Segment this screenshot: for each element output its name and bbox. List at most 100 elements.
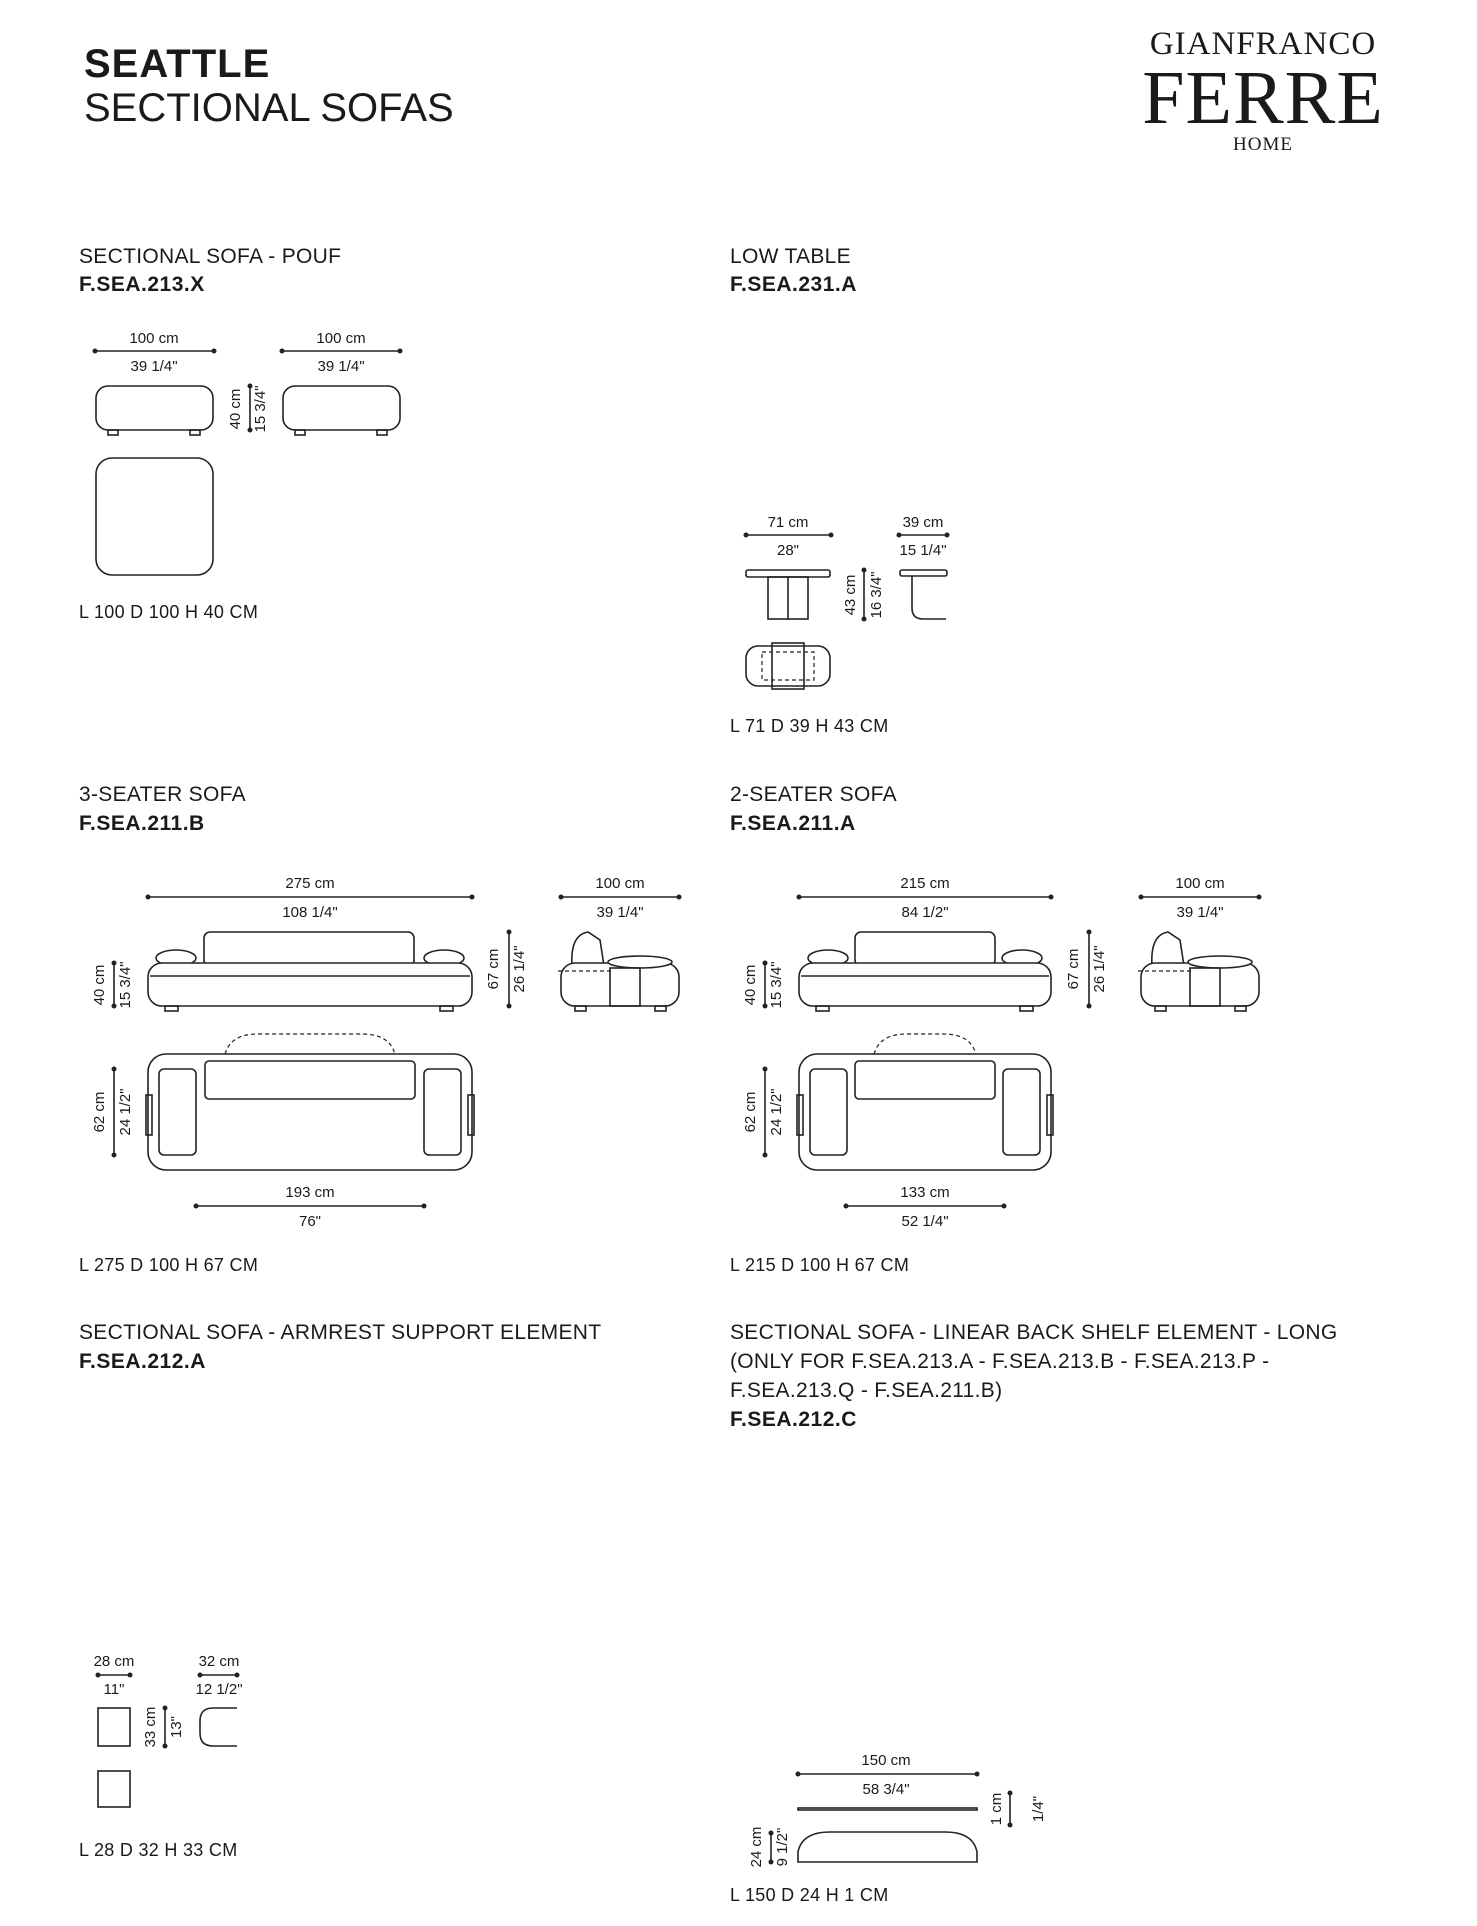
pouf-height-cm: 40 cm <box>227 389 244 430</box>
two-seater-title: 2-SEATER SOFA <box>730 783 897 806</box>
table-base-top <box>771 642 805 690</box>
dimension-endpoint <box>111 960 117 966</box>
armrest-title: SECTIONAL SOFA - ARMREST SUPPORT ELEMENT <box>79 1321 602 1344</box>
dimension-endpoint <box>1001 1203 1007 1209</box>
dimension-endpoint <box>111 1152 117 1158</box>
dimension-endpoint <box>234 1672 240 1678</box>
sofa2-top-view <box>798 1053 1052 1171</box>
sofa3-seat-width-cm: 193 cm <box>285 1184 334 1201</box>
brand-logo-top: GIANFRANCO <box>1149 26 1377 62</box>
dimension-endpoint <box>558 894 564 900</box>
dimension-endpoint <box>1138 894 1144 900</box>
shelf-height-cm: 1 cm <box>988 1793 1005 1826</box>
dimension-endpoint <box>506 929 512 935</box>
armrest-height-in: 13" <box>168 1716 185 1738</box>
pouf-code: F.SEA.213.X <box>79 273 205 296</box>
armrest-side-view <box>199 1707 237 1747</box>
sofa3-height-cm: 67 cm <box>485 949 502 990</box>
dimension-endpoint <box>1007 1822 1013 1828</box>
sofa3-width-cm: 275 cm <box>285 875 334 892</box>
pouf-foot <box>107 429 119 436</box>
armrest-code: F.SEA.212.A <box>79 1350 206 1373</box>
armrest-depth-cm: 32 cm <box>199 1653 240 1670</box>
sofa2-seat-height-in: 15 3/4" <box>768 961 785 1008</box>
three-seater-code: F.SEA.211.B <box>79 812 205 835</box>
dimension-endpoint <box>743 532 749 538</box>
sofa3-side-backrest <box>571 931 605 967</box>
three-seater-dimensions: L 275 D 100 H 67 CM <box>79 1255 259 1275</box>
shelf-width-in: 58 3/4" <box>862 1781 909 1798</box>
page-title: SEATTLE <box>84 42 271 86</box>
table-height-cm: 43 cm <box>842 575 859 616</box>
dimension-endpoint <box>211 348 217 354</box>
sofa3-seat-depth-cm: 62 cm <box>91 1092 108 1133</box>
sofa3-height-in: 26 1/4" <box>511 945 528 992</box>
dimension-endpoint <box>944 532 950 538</box>
dimension-endpoint <box>162 1705 168 1711</box>
sofa2-front-view <box>798 962 1052 1007</box>
table-top-view <box>745 645 831 687</box>
dimension-endpoint <box>92 348 98 354</box>
three-seater-title: 3-SEATER SOFA <box>79 783 246 806</box>
pouf-foot <box>294 429 306 436</box>
dimension-endpoint <box>111 1066 117 1072</box>
shelf-front-view <box>797 1807 978 1811</box>
dimension-endpoint <box>247 427 253 433</box>
dimension-endpoint <box>861 616 867 622</box>
dimension-endpoint <box>796 894 802 900</box>
shelf-title-line-3: F.SEA.213.Q - F.SEA.211.B) <box>730 1379 1003 1402</box>
dimension-endpoint <box>421 1203 427 1209</box>
pouf-title: SECTIONAL SOFA - POUF <box>79 245 342 268</box>
table-width-cm: 71 cm <box>768 514 809 531</box>
dimension-endpoint <box>197 1672 203 1678</box>
dimension-endpoint <box>762 960 768 966</box>
dimension-endpoint <box>397 348 403 354</box>
pouf-front-view <box>95 385 214 431</box>
pouf-width-cm: 100 cm <box>129 330 178 347</box>
pouf-side-view <box>282 385 401 431</box>
shelf-depth-in: 9 1/2" <box>774 1828 791 1867</box>
sofa3-seat-height-cm: 40 cm <box>91 965 108 1006</box>
armrest-front-view <box>97 1707 131 1747</box>
shelf-depth-cm: 24 cm <box>748 1827 765 1868</box>
sofa2-seat-height-cm: 40 cm <box>742 965 759 1006</box>
sofa3-width-in: 108 1/4" <box>282 904 337 921</box>
dimension-endpoint <box>768 1830 774 1836</box>
sofa2-depth-cm: 100 cm <box>1175 875 1224 892</box>
armrest-width-in: 11" <box>104 1681 125 1698</box>
dimension-endpoint <box>506 1003 512 1009</box>
dimension-endpoint <box>828 532 834 538</box>
brand-logo-bottom: HOME <box>1233 134 1293 155</box>
dimension-endpoint <box>1086 1003 1092 1009</box>
dimension-endpoint <box>974 1771 980 1777</box>
sofa3-shelf-outline <box>223 1033 397 1062</box>
sofa3-top-view <box>147 1053 473 1171</box>
page-subtitle: SECTIONAL SOFAS <box>84 86 454 130</box>
dimension-endpoint <box>193 1203 199 1209</box>
armrest-height-cm: 33 cm <box>142 1707 159 1748</box>
pouf-foot <box>376 429 388 436</box>
pouf-foot <box>189 429 201 436</box>
shelf-title-line-1: SECTIONAL SOFA - LINEAR BACK SHELF ELEME… <box>730 1321 1338 1344</box>
sofa3-depth-cm: 100 cm <box>595 875 644 892</box>
dimension-endpoint <box>861 567 867 573</box>
sofa2-width-cm: 215 cm <box>900 875 949 892</box>
shelf-width-cm: 150 cm <box>861 1752 910 1769</box>
sofa2-seat-width-in: 52 1/4" <box>901 1213 948 1230</box>
sofa3-depth-in: 39 1/4" <box>596 904 643 921</box>
table-depth-in: 15 1/4" <box>899 542 946 559</box>
pouf-top-view <box>95 457 214 576</box>
dimension-endpoint <box>95 1672 101 1678</box>
low-table-dimensions: L 71 D 39 H 43 CM <box>730 716 889 736</box>
armrest-dimensions: L 28 D 32 H 33 CM <box>79 1840 238 1860</box>
shelf-dimensions: L 150 D 24 H 1 CM <box>730 1885 889 1905</box>
dimension-endpoint <box>762 1066 768 1072</box>
shelf-top-view <box>797 1831 978 1863</box>
dimension-endpoint <box>762 1152 768 1158</box>
